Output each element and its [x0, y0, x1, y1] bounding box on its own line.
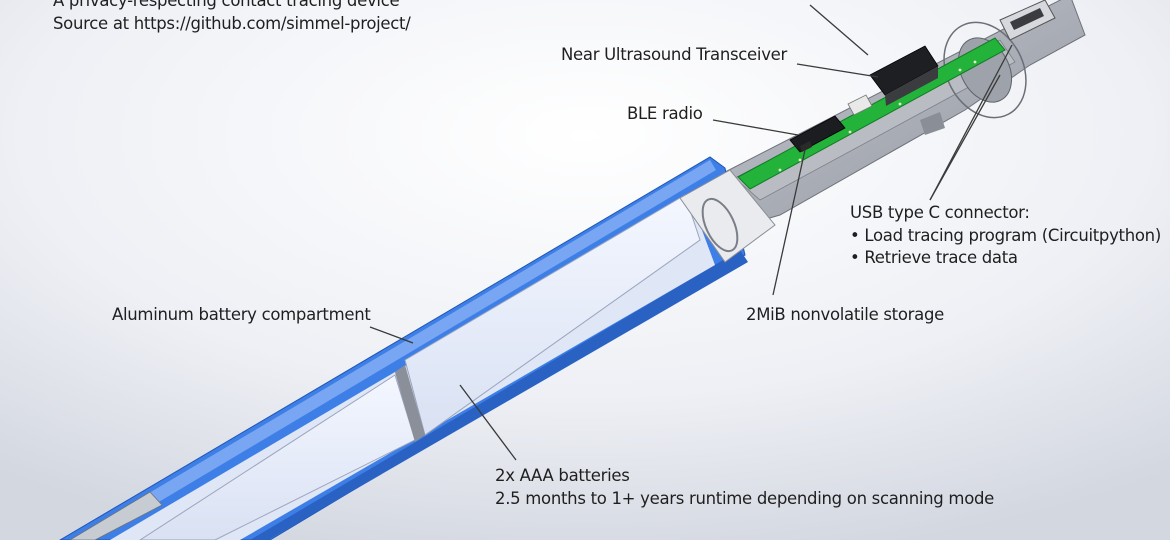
usb-title: USB type C connector: — [850, 203, 1030, 222]
battery-gap-ridge — [395, 365, 425, 442]
header-text: A privacy-respecting contact tracing dev… — [53, 0, 411, 35]
battery-spring-contact — [701, 197, 739, 253]
leader-compartment — [369, 326, 414, 344]
leader-storage — [772, 149, 806, 296]
small-connector-chip — [847, 94, 873, 116]
header-line-1: A privacy-respecting contact tracing dev… — [53, 0, 400, 10]
leader-batteries — [459, 384, 517, 461]
usb-c-port — [1010, 8, 1044, 30]
battery-upper — [404, 194, 701, 436]
leader-ble — [712, 119, 799, 136]
leader-usb-b — [929, 74, 1001, 201]
storage-chip — [800, 141, 812, 152]
label-usb-connector: USB type C connector: • Load tracing pro… — [850, 202, 1161, 270]
leader-lines — [369, 4, 1013, 461]
header-line-2: Source at https://github.com/simmel-proj… — [53, 13, 411, 33]
housing-end-ring — [943, 21, 1027, 119]
leader-usb-a — [929, 44, 1013, 201]
label-ble-radio: BLE radio — [627, 104, 703, 123]
leader-top — [809, 4, 869, 56]
label-nonvolatile-storage: 2MiB nonvolatile storage — [746, 305, 944, 324]
usb-item-load-program: • Load tracing program (Circuitpython) — [850, 225, 1161, 245]
battery-end-cap — [679, 169, 776, 263]
label-batteries: 2x AAA batteries 2.5 months to 1+ years … — [495, 465, 994, 510]
label-ultrasound-transceiver: Near Ultrasound Transceiver — [561, 45, 787, 64]
housing-slot — [920, 112, 945, 135]
ultrasound-chip-side — [885, 66, 938, 106]
end-threads — [69, 491, 163, 540]
label-battery-compartment: Aluminum battery compartment — [112, 305, 371, 324]
batteries-title: 2x AAA batteries — [495, 466, 630, 485]
batteries-runtime: 2.5 months to 1+ years runtime depending… — [495, 488, 995, 508]
aluminum-tube-highlight — [70, 160, 716, 540]
usb-item-retrieve-data: • Retrieve trace data — [850, 248, 1018, 267]
pcb-vias — [778, 60, 977, 172]
aluminum-inner-wall — [250, 250, 748, 540]
ble-radio-chip — [789, 115, 846, 153]
leader-ultrasound — [796, 63, 879, 78]
